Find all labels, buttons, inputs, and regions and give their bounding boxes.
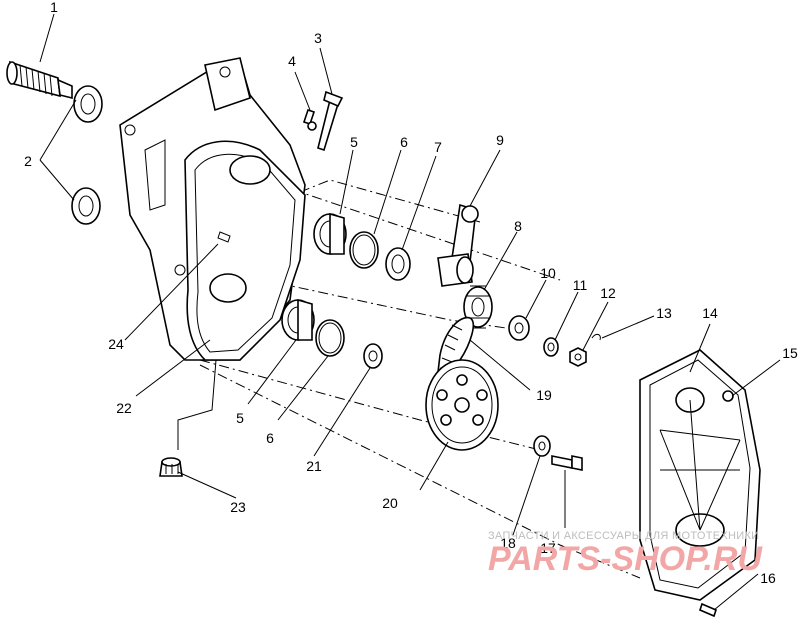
callout-5a: 5 [350,134,358,150]
callout-10: 10 [540,265,556,281]
callout-9: 9 [496,132,504,148]
washer-part-10 [508,315,530,341]
callout-19: 19 [536,387,552,403]
bearing-part-5-upper [313,212,347,255]
callout-20: 20 [382,495,398,511]
chaincase-housing-part-22 [119,57,306,361]
callout-3: 3 [314,30,322,46]
callout-7: 7 [434,139,442,155]
o-ring-part-6-lower [315,319,345,357]
callout-6a: 6 [400,134,408,150]
cotter-pin-part-13 [591,333,601,341]
bolt-part-16 [699,602,717,618]
bolt-part-3 [317,90,344,152]
callout-12: 12 [600,285,616,301]
callout-15: 15 [782,345,798,361]
callout-22: 22 [116,400,132,416]
washer-part-18 [533,435,551,457]
watermark: ЗАПЧАСТИ И АКСЕССУАРЫ ДЛЯ МОТОТЕХНИКИ PA… [488,530,763,578]
seal-part-2-upper [73,85,103,123]
callout-11: 11 [573,277,588,293]
callout-5b: 5 [236,410,244,426]
callout-17: 17 [540,540,556,556]
seal-part-7 [385,247,411,281]
watermark-logo: PARTS-SHOP.RU [488,540,763,578]
sprocket-part-8 [463,285,493,329]
watermark-tagline: ЗАПЧАСТИ И АКСЕССУАРЫ ДЛЯ МОТОТЕХНИКИ [488,530,759,542]
callout-18: 18 [500,535,516,551]
washer-part-21 [363,343,383,369]
drain-plug-part-23 [159,457,183,477]
splined-shaft-part-1 [6,60,73,100]
sprocket-part-20 [425,359,499,451]
callout-13: 13 [656,305,672,321]
washer-part-11 [543,337,559,357]
callout-24: 24 [108,336,124,352]
nut-part-12 [569,347,587,367]
callout-4: 4 [288,53,296,69]
callout-8: 8 [514,218,522,234]
chaincase-cover-part-14 [639,349,761,601]
tensioner-arm-part-9 [437,203,479,287]
pin-part-4 [302,108,317,131]
callout-14: 14 [702,305,718,321]
callout-1: 1 [50,0,58,15]
callout-6b: 6 [266,430,274,446]
bearing-part-5-lower [281,298,315,341]
bolt-part-17 [551,455,583,471]
o-ring-part-6-upper [349,231,379,269]
callout-2: 2 [24,153,32,169]
seal-part-2-lower [71,187,101,225]
callout-23: 23 [230,499,246,515]
leader-lines [39,13,781,611]
callout-21: 21 [306,458,322,474]
callout-16: 16 [760,570,776,586]
callout-labels: 1 2 3 4 5 5 6 6 7 8 9 10 11 12 13 14 15 … [24,0,798,586]
screw-part-15 [722,390,734,402]
